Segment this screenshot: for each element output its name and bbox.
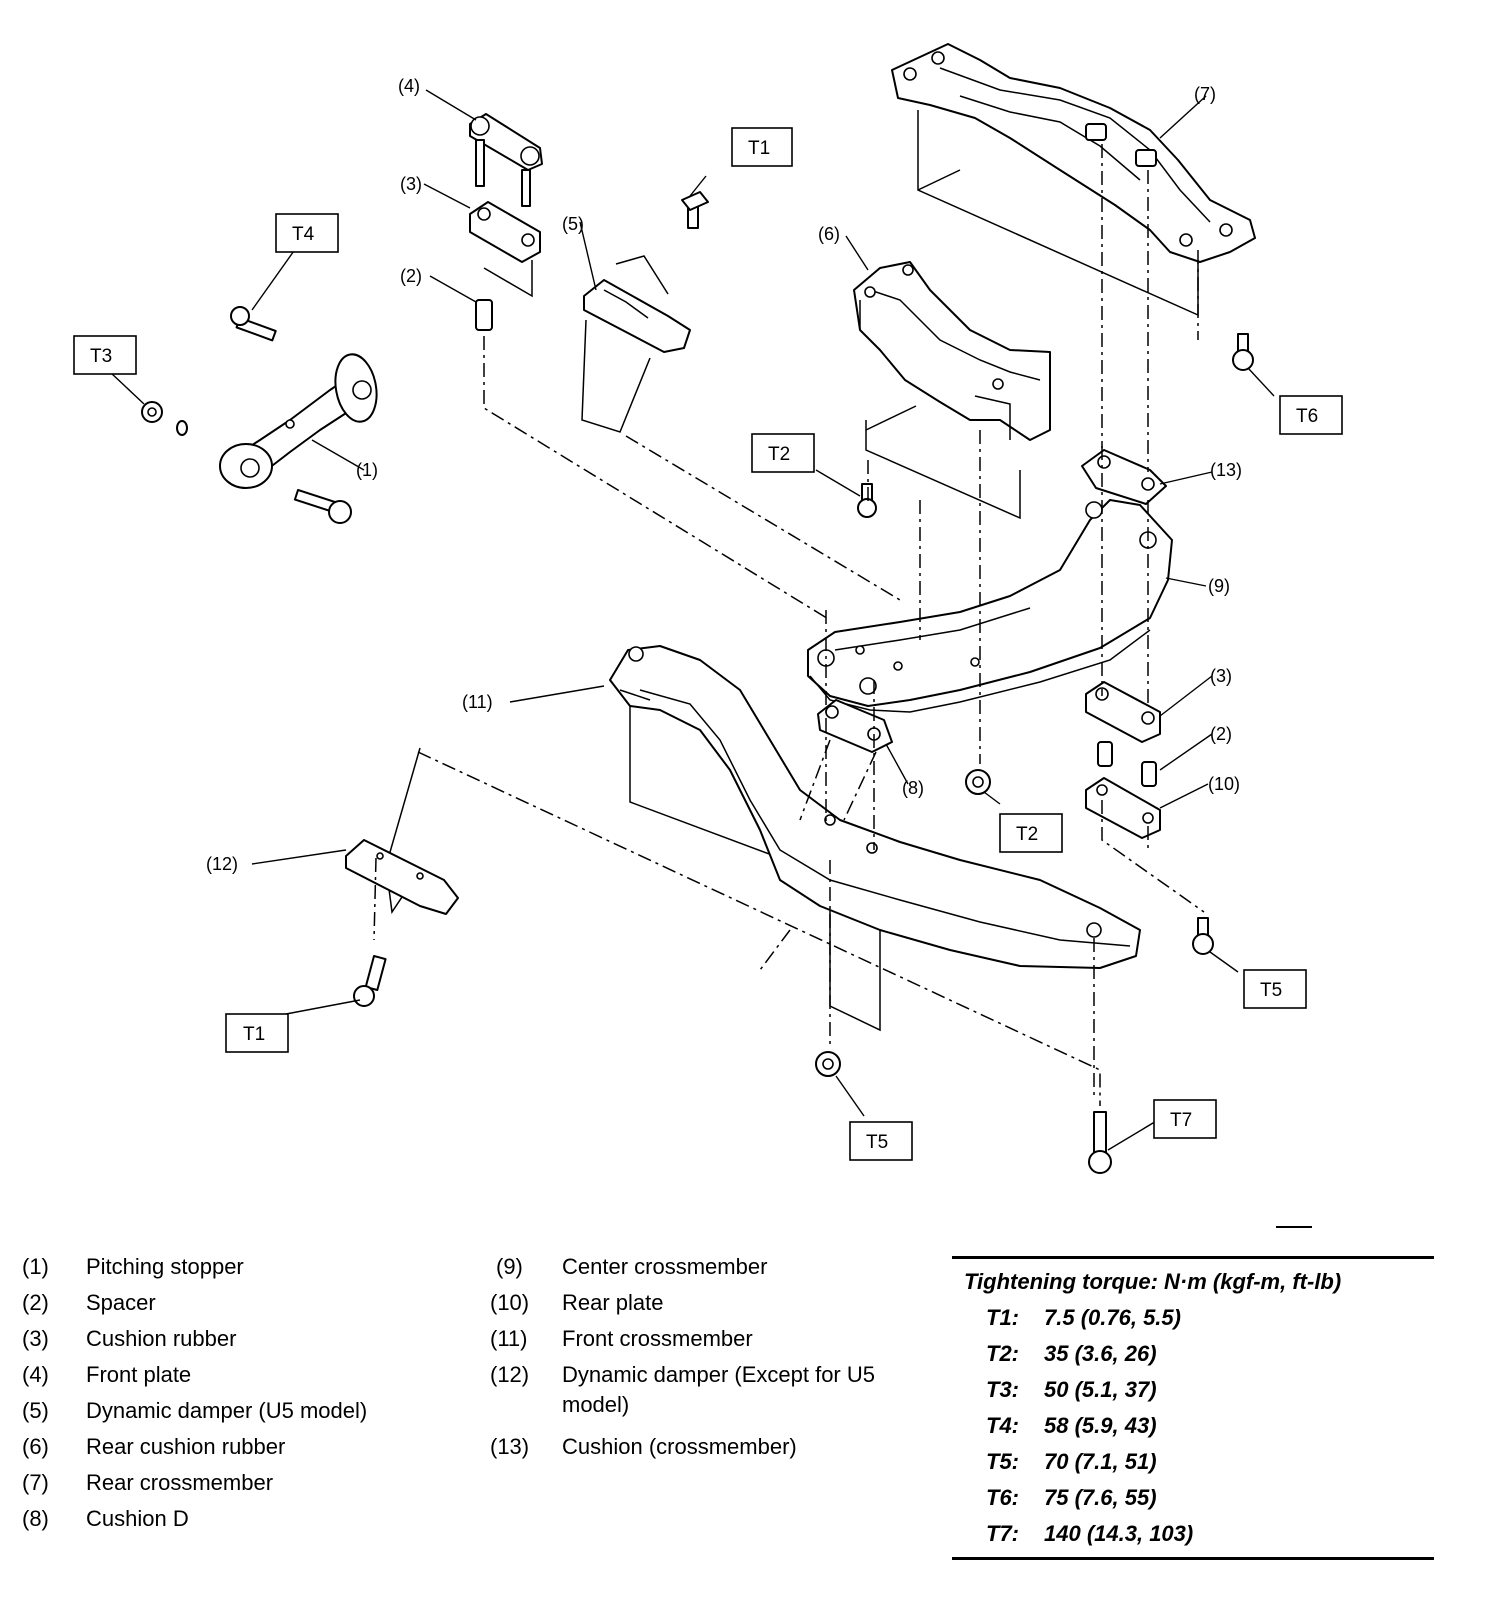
bolt-t1-lower xyxy=(353,954,387,1007)
svg-text:T6: T6 xyxy=(1296,406,1318,427)
bolt-t2-left xyxy=(857,483,877,518)
parts-legend: (1) Pitching stopper (2) Spacer (3) Cush… xyxy=(22,1254,875,1531)
tag-t2-lower: T2 xyxy=(999,813,1063,853)
front-plate xyxy=(469,113,543,207)
pitching-stopper xyxy=(219,353,378,489)
tag-t4: T4 xyxy=(275,213,339,253)
rear-plate xyxy=(1085,777,1161,839)
bolt-t6 xyxy=(1232,333,1254,371)
tag-t2-left: T2 xyxy=(751,433,815,473)
bolt-pitching-lower xyxy=(293,489,352,524)
callout-12: (12) xyxy=(206,854,238,874)
nut-t3 xyxy=(141,401,188,436)
callout-1: (1) xyxy=(356,460,378,480)
assembly-lines xyxy=(373,144,1205,1106)
spacer-upper xyxy=(475,299,493,331)
tag-t6: T6 xyxy=(1279,395,1343,435)
leader-lines xyxy=(109,89,1275,1151)
cushion-crossmember xyxy=(1081,449,1167,505)
bolt-t4 xyxy=(230,306,277,342)
callout-4: (4) xyxy=(398,76,420,96)
dynamic-damper-u5 xyxy=(581,191,709,433)
svg-text:T5: T5 xyxy=(866,1132,888,1153)
callout-8: (8) xyxy=(902,778,924,798)
spacer-right-a xyxy=(1097,741,1113,767)
tag-t5-right: T5 xyxy=(1243,969,1307,1009)
tag-t1-upper: T1 xyxy=(731,127,793,167)
svg-text:T2: T2 xyxy=(1016,824,1038,845)
callout-9: (9) xyxy=(1208,576,1230,596)
svg-text:T7: T7 xyxy=(1170,1110,1192,1131)
svg-text:T1: T1 xyxy=(243,1024,265,1045)
tag-t1-lower: T1 xyxy=(225,1013,289,1053)
divider-mark xyxy=(1276,1226,1312,1228)
bolt-t7 xyxy=(1088,1111,1112,1174)
exploded-parts-diagram: (1) (2) (2) (3) (3) (4) (5) (6) (7) (8) … xyxy=(73,43,1343,1174)
callout-3: (3) xyxy=(400,174,422,194)
callout-5: (5) xyxy=(562,214,584,234)
nut-t2-lower xyxy=(965,769,991,795)
tag-t3: T3 xyxy=(73,335,137,375)
svg-text:T5: T5 xyxy=(1260,980,1282,1001)
callout-6: (6) xyxy=(818,224,840,244)
callout-11: (11) xyxy=(462,692,493,712)
spacer-right-b xyxy=(1141,761,1157,787)
dynamic-damper-except-u5 xyxy=(345,747,459,915)
rear-crossmember xyxy=(891,43,1256,317)
svg-text:T1: T1 xyxy=(748,138,770,159)
callout-13: (13) xyxy=(1210,460,1242,480)
svg-text:T4: T4 xyxy=(292,224,315,245)
callout-7: (7) xyxy=(1194,84,1216,104)
center-crossmember xyxy=(807,499,1173,713)
cushion-rubber-right xyxy=(1085,681,1161,743)
callout-2-right: (2) xyxy=(1210,724,1232,744)
bolt-t5-right xyxy=(1192,917,1214,955)
callout-10: (10) xyxy=(1208,774,1240,794)
callout-2: (2) xyxy=(400,266,422,286)
torque-table: Tightening torque: N·m (kgf-m, ft-lb) T1… xyxy=(952,1256,1434,1560)
tag-t5-lower: T5 xyxy=(849,1121,913,1161)
cushion-rubber-upper xyxy=(469,201,541,298)
torque-title: Tightening torque: N·m (kgf-m, ft-lb) xyxy=(964,1269,1342,1294)
rear-cushion-rubber xyxy=(853,261,1051,520)
callout-3-right: (3) xyxy=(1210,666,1232,686)
svg-text:T3: T3 xyxy=(90,346,112,367)
svg-text:T2: T2 xyxy=(768,444,790,465)
tag-t7: T7 xyxy=(1153,1099,1217,1139)
front-crossmember xyxy=(609,645,1141,1032)
nut-t5-lower xyxy=(815,1051,841,1077)
